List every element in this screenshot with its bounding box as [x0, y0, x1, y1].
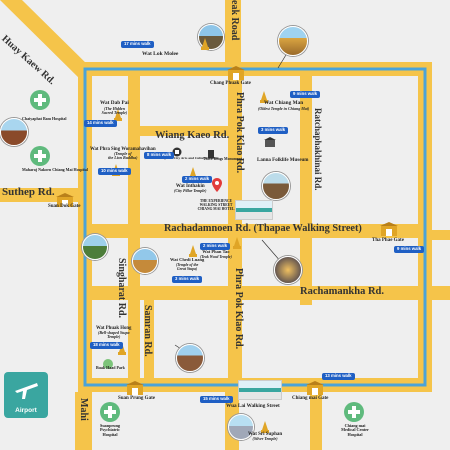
wat-phra-sing-photo: [82, 234, 108, 260]
hospital-cross-icon: [30, 146, 50, 166]
temple-icon: [113, 108, 123, 126]
label-suan-dok-gate: Suan Dok Gate: [48, 204, 81, 209]
monument-icon: [206, 146, 216, 164]
map-pin-icon: [212, 178, 222, 197]
airplane-icon: [15, 383, 38, 399]
wat-chedi-luang-photo: [274, 256, 302, 284]
walk-badge-dab-pai: 14 mins walk: [84, 120, 117, 127]
road-phra-pok-klao-north: [225, 0, 241, 65]
road-mahidol: [75, 392, 89, 450]
label-wat-chiang-man: Wat Chiang Man(Oldest Temple in Chiang M…: [258, 100, 310, 111]
walk-badge-lok-molee: 17 mins walk: [121, 41, 154, 48]
walk-badge-chiang-mai-gate: 13 mins walk: [322, 373, 355, 380]
road-rachamankha: [78, 286, 450, 300]
gate-icon: [380, 222, 398, 236]
label-wua-lai: Wua Lai Walking Street: [226, 403, 280, 409]
wat-sri-suphan-photo: [228, 414, 254, 440]
road-samran: [144, 300, 154, 385]
museum-icon: [172, 144, 182, 162]
road-rachadamnoen: [78, 224, 432, 238]
label-wat-phan-tao: Wat Phan Tao(Teak Wood Temple): [200, 249, 232, 259]
hospital-cross-icon: [100, 402, 120, 422]
airport-label: Airport: [15, 407, 37, 414]
label-chaiyaphat-hospital: Chaiyaphat Bam Hospital: [22, 116, 67, 121]
label-lanna-folklife: Lanna Folklife Museum: [257, 158, 309, 163]
label-buak-haad-park: Buak Haad Park: [96, 365, 125, 370]
label-wat-sri-suphan: Wat Sri Suphan(Silver Temple): [248, 432, 283, 442]
temple-icon: [200, 37, 210, 55]
gate-icon: [306, 381, 324, 395]
hospital-cross-icon: [30, 90, 50, 110]
wua-lai-photo: [238, 380, 282, 400]
label-suanprung-hospital: Suanprung Psychiatric Hospital: [99, 423, 121, 437]
label-chiang-mai-gate: Chiang mai Gate: [292, 396, 329, 401]
gate-icon: [126, 381, 144, 395]
walk-badge-lanna: 3 mins walk: [258, 127, 289, 134]
label-maharaj-hospital: Maharaj Nakorn Chiang Mai Hospital: [22, 167, 89, 172]
wat-phan-hong-photo: [176, 344, 204, 372]
label-chiang-mai-medical: Chiang mai Medical Center Hospital: [341, 423, 369, 437]
road-chiangmai-gate-south: [310, 392, 322, 450]
temple-icon: [188, 244, 198, 262]
lanna-folklife-photo: [262, 172, 290, 200]
walk-badge-chiang-man: 9 mins walk: [290, 91, 321, 98]
temple-icon: [260, 420, 270, 438]
road-label-rachamankha: Rachamankha Rd.: [300, 286, 385, 297]
temple-icon: [259, 90, 269, 108]
road-label-rachadamnoen: Rachadamnoen Rd. (Thapae Walking Street): [164, 223, 362, 234]
road-ratchaphakhinai: [300, 65, 312, 305]
road-phra-pok-klao: [228, 65, 242, 380]
label-suan-prung-gate: Suan Prung Gate: [118, 396, 155, 401]
wat-phan-tao-photo: [132, 248, 158, 274]
walk-badge-wua-lai: 15 mins walk: [200, 396, 233, 403]
label-wat-lok-molee: Wat Lok Molee: [142, 51, 179, 57]
road-label-suthep: Suthep Rd.: [2, 186, 55, 198]
road-huay-kaew: [0, 0, 95, 82]
road-label-wiang-kaeo: Wiang Kaeo Rd.: [155, 130, 230, 141]
road-wiang-kaeo: [140, 126, 230, 136]
wat-lok-molee-photo: [198, 24, 224, 50]
walk-badge-phan-hong: 18 mins walk: [90, 342, 123, 349]
walk-badge-tha-phae: 9 mins walk: [394, 246, 425, 253]
walk-badge-phra-sing: 10 mins walk: [98, 168, 131, 175]
hospital-cross-icon: [344, 402, 364, 422]
label-tha-phae-gate: Tha Phae Gate: [372, 238, 404, 243]
wat-chiang-man-photo: [278, 26, 308, 56]
label-three-kings: Three Kings Monument: [203, 157, 242, 161]
walk-badge-city-arts: 8 mins walk: [144, 152, 175, 159]
wat-dab-pai-photo: [0, 118, 28, 146]
gate-icon: [227, 66, 245, 80]
walk-badge-inthakin: 2 mins walk: [182, 176, 213, 183]
label-chang-phuak-gate: Chang Phuak Gate: [210, 81, 251, 86]
hotel-photo: [235, 200, 273, 220]
museum-icon: [264, 134, 276, 152]
park-icon: [102, 356, 114, 374]
temple-icon: [232, 236, 242, 254]
walk-badge-phan-tao: 2 mins walk: [200, 243, 231, 250]
label-city-arts: Chiang Mai City Arts and Cultural Center: [155, 156, 219, 160]
airport-box: Airport: [4, 372, 48, 418]
walk-badge-chedi-luang: 3 mins walk: [172, 276, 203, 283]
label-wat-inthakin: Wat Inthakin(City Pillar Temple): [174, 184, 207, 194]
gate-icon: [56, 193, 74, 207]
road-tha-phae-east: [418, 230, 450, 240]
label-hotel: THE EXPERIENCE WALKING STREET CHIANG MAI…: [197, 199, 235, 211]
